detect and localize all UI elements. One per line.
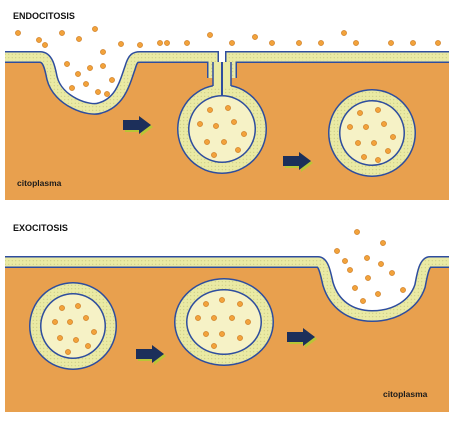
arrow-right-icon <box>287 328 317 348</box>
budding-vesicle <box>177 62 267 174</box>
exocytosis-title: EXOCITOSIS <box>13 223 68 233</box>
internalized-vesicle <box>328 89 416 177</box>
cytoplasm-label: citoplasma <box>17 178 62 188</box>
arrow-right-icon <box>123 116 153 136</box>
endocytosis-particles <box>15 26 441 163</box>
fusing-vesicle <box>174 278 274 366</box>
exocytosis-panel: EXOCITOSIS <box>5 223 449 412</box>
cytoplasm-label: citoplasma <box>383 389 428 399</box>
endocytosis-panel: ENDOCITOSIS <box>5 11 449 200</box>
endocytosis-title: ENDOCITOSIS <box>13 11 75 21</box>
arrow-right-icon <box>283 152 313 172</box>
arrow-right-icon <box>136 345 166 365</box>
secretory-vesicle <box>29 282 117 370</box>
exocytosis-particles <box>52 229 406 355</box>
